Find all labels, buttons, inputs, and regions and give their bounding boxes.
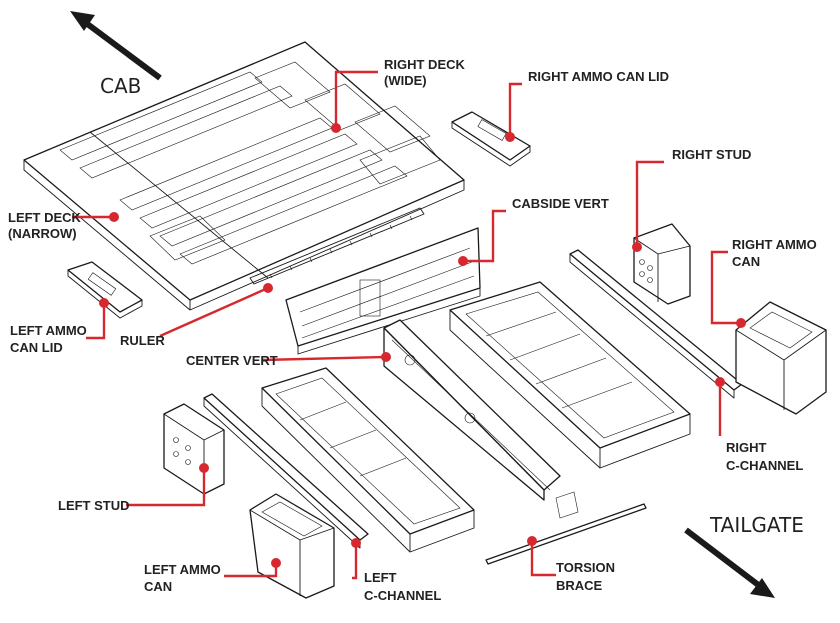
label-right-ammo-can-lid: RIGHT AMMO CAN LID bbox=[528, 69, 669, 84]
label-right-deck: RIGHT DECK (WIDE) bbox=[384, 57, 469, 88]
right-drawer bbox=[449, 281, 691, 469]
leader-lines bbox=[72, 70, 746, 580]
tailgate-direction-arrow bbox=[684, 527, 775, 598]
label-left-ammo-can-lid: LEFT AMMO CAN LID bbox=[10, 323, 90, 355]
label-center-vert: CENTER VERT bbox=[186, 353, 278, 368]
label-left-c-channel: LEFT C-CHANNEL bbox=[364, 570, 441, 603]
tailgate-label: TAILGATE bbox=[709, 513, 804, 537]
right-ammo-can bbox=[735, 301, 827, 415]
label-cabside-vert: CABSIDE VERT bbox=[512, 196, 609, 211]
deck-panel bbox=[23, 41, 465, 311]
label-left-deck: LEFT DECK (NARROW) bbox=[8, 210, 85, 241]
left-stud bbox=[163, 403, 225, 495]
cab-direction-arrow bbox=[70, 11, 162, 81]
label-left-ammo-can: LEFT AMMO CAN bbox=[144, 562, 224, 594]
right-ammo-can-lid bbox=[451, 111, 531, 167]
left-ammo-can-lid bbox=[67, 261, 143, 319]
right-stud bbox=[633, 223, 691, 305]
label-right-stud: RIGHT STUD bbox=[672, 147, 751, 162]
label-right-c-channel: RIGHT C-CHANNEL bbox=[726, 440, 803, 473]
label-right-ammo-can: RIGHT AMMO CAN bbox=[732, 237, 820, 269]
cabside-vert bbox=[285, 227, 481, 355]
label-torsion-brace: TORSION BRACE bbox=[556, 560, 619, 593]
label-left-stud: LEFT STUD bbox=[58, 498, 130, 513]
cab-label: CAB bbox=[100, 74, 141, 98]
left-ammo-can bbox=[249, 493, 335, 599]
left-drawer bbox=[261, 367, 475, 553]
torsion-brace bbox=[485, 491, 647, 565]
label-ruler: RULER bbox=[120, 333, 165, 348]
